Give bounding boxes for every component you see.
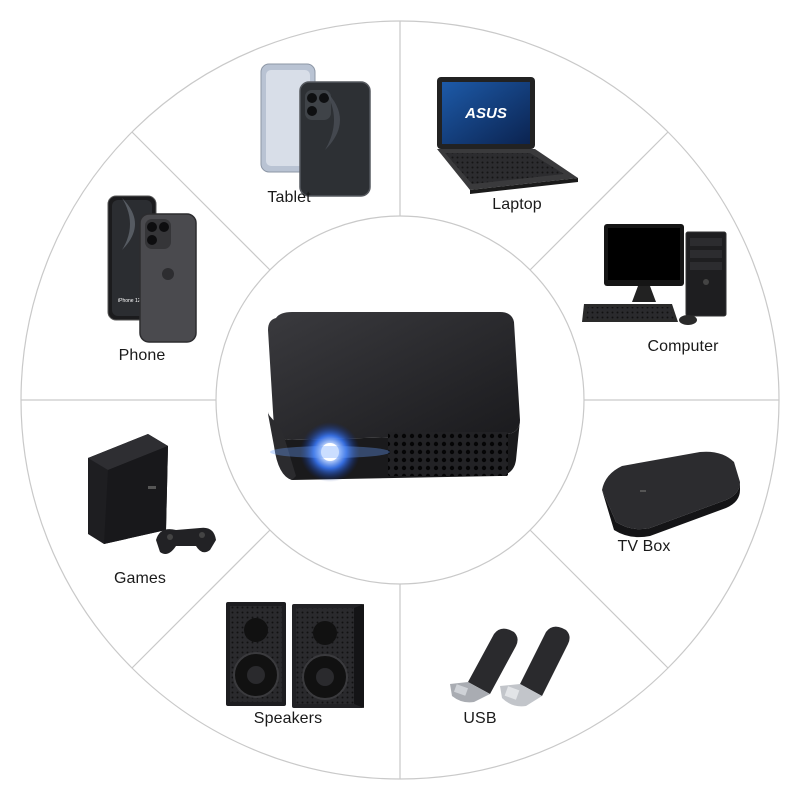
phone-icon: iPhone 12 Pro Mockup — [107, 195, 197, 343]
phone-label: Phone — [118, 347, 166, 364]
games-label: Games — [113, 570, 167, 587]
usb-label: USB — [463, 710, 497, 727]
usb-drive-icon — [450, 626, 570, 707]
laptop-label: Laptop — [492, 196, 542, 213]
divider-line — [131, 529, 271, 669]
tv-box-icon — [602, 451, 740, 538]
computer-label: Computer — [647, 338, 719, 355]
tablet-label: Tablet — [267, 189, 311, 206]
desktop-computer-icon — [582, 224, 727, 325]
divider-line — [131, 131, 271, 271]
divider-line — [529, 529, 669, 669]
laptop-icon: ASUS — [437, 77, 578, 194]
tvbox-label: TV Box — [617, 538, 671, 555]
game-console-icon — [88, 434, 216, 554]
speakers-icon — [226, 602, 364, 708]
ring-lines — [20, 20, 780, 780]
laptop-brand-text: ASUS — [464, 105, 507, 122]
mini-projector-image — [268, 312, 520, 482]
tablet-icon — [260, 63, 371, 197]
speakers-label: Speakers — [253, 710, 323, 727]
divider-line — [529, 131, 669, 271]
